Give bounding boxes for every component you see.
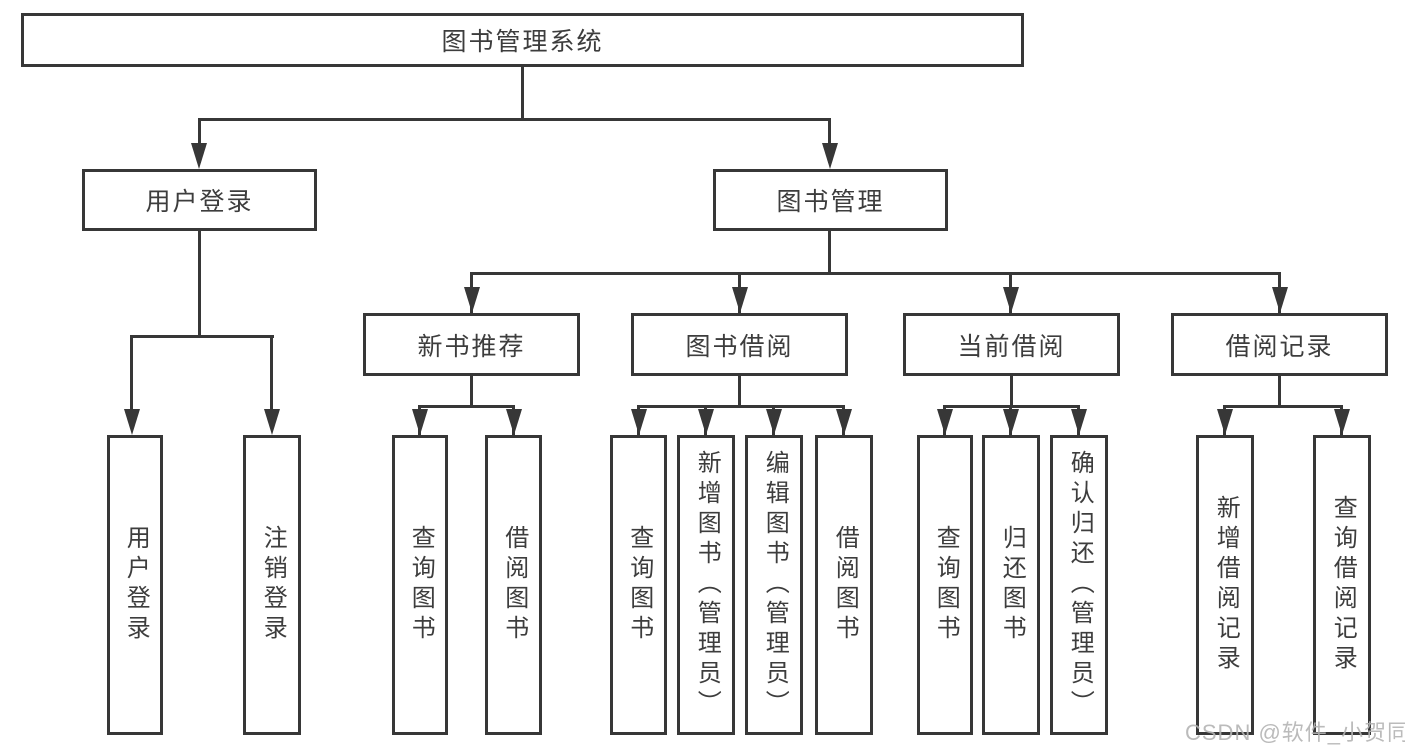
- node-user-login: 用户登录: [82, 169, 317, 231]
- arrowhead-down-icon: [464, 287, 480, 313]
- connector-line: [198, 118, 201, 163]
- node-label: 查询图书: [625, 525, 653, 645]
- connector-line: [198, 231, 201, 338]
- connector-line: [198, 118, 831, 121]
- node-label: 确认归还（管理员）: [1066, 450, 1094, 720]
- arrowhead-down-icon: [1071, 409, 1087, 435]
- arrowhead-down-icon: [1003, 409, 1019, 435]
- arrowhead-down-icon: [412, 409, 428, 435]
- node-book-borrowing: 图书借阅: [631, 313, 848, 376]
- arrowhead-down-icon: [264, 409, 280, 435]
- arrowhead-down-icon: [1334, 409, 1350, 435]
- arrowhead-down-icon: [937, 409, 953, 435]
- node-leaf-edit-book-admin: 编辑图书（管理员）: [745, 435, 803, 735]
- arrowhead-down-icon: [698, 409, 714, 435]
- node-leaf-return-books: 归还图书: [982, 435, 1040, 735]
- connector-line: [1010, 376, 1013, 408]
- connector-line: [637, 405, 845, 408]
- node-label: 注销登录: [259, 525, 287, 645]
- connector-line: [470, 376, 473, 408]
- connector-line: [521, 66, 524, 120]
- node-current-borrowing: 当前借阅: [903, 313, 1120, 376]
- node-leaf-borrow-books-recommend: 借阅图书: [485, 435, 542, 735]
- connector-line: [738, 376, 741, 408]
- node-borrowing-records: 借阅记录: [1171, 313, 1388, 376]
- node-leaf-query-books-current: 查询图书: [917, 435, 973, 735]
- watermark: CSDN @软件_小贺同学: [1185, 720, 1405, 745]
- arrowhead-down-icon: [1272, 287, 1288, 313]
- arrowhead-down-icon: [1217, 409, 1233, 435]
- connector-line: [1223, 405, 1343, 408]
- node-new-book-recommendation: 新书推荐: [363, 313, 580, 376]
- node-leaf-query-books-recommend: 查询图书: [392, 435, 448, 735]
- node-label: 新增图书（管理员）: [693, 450, 721, 720]
- arrowhead-down-icon: [1003, 287, 1019, 313]
- connector-line: [828, 118, 831, 163]
- node-leaf-user-login: 用户登录: [107, 435, 163, 735]
- arrowhead-down-icon: [506, 409, 522, 435]
- arrowhead-down-icon: [822, 143, 838, 169]
- node-book-management: 图书管理: [713, 169, 948, 231]
- node-label: 借阅图书: [500, 525, 528, 645]
- connector-line: [270, 335, 273, 410]
- connector-line: [418, 405, 515, 408]
- node-leaf-borrow-books: 借阅图书: [815, 435, 873, 735]
- arrowhead-down-icon: [191, 143, 207, 169]
- node-label: 查询图书: [407, 525, 435, 645]
- node-leaf-add-borrow-record: 新增借阅记录: [1196, 435, 1254, 735]
- arrowhead-down-icon: [732, 287, 748, 313]
- arrowhead-down-icon: [124, 409, 140, 435]
- node-library-system: 图书管理系统: [21, 13, 1024, 67]
- node-label: 用户登录: [122, 525, 150, 645]
- node-label: 归还图书: [998, 525, 1026, 645]
- node-label: 借阅图书: [831, 525, 859, 645]
- node-leaf-query-borrow-record: 查询借阅记录: [1313, 435, 1371, 735]
- node-leaf-confirm-return-admin: 确认归还（管理员）: [1050, 435, 1108, 735]
- connector-line: [1278, 376, 1281, 408]
- node-label: 新增借阅记录: [1212, 495, 1240, 675]
- node-leaf-add-book-admin: 新增图书（管理员）: [677, 435, 735, 735]
- node-leaf-logout: 注销登录: [243, 435, 301, 735]
- arrowhead-down-icon: [836, 409, 852, 435]
- connector-line: [828, 231, 831, 275]
- node-label: 查询借阅记录: [1329, 495, 1357, 675]
- arrowhead-down-icon: [766, 409, 782, 435]
- connector-line: [470, 272, 1281, 275]
- node-leaf-query-books-borrowing: 查询图书: [610, 435, 667, 735]
- connector-line: [130, 335, 133, 410]
- connector-line: [130, 335, 274, 338]
- node-label: 编辑图书（管理员）: [761, 450, 789, 720]
- node-label: 查询图书: [932, 525, 960, 645]
- arrowhead-down-icon: [631, 409, 647, 435]
